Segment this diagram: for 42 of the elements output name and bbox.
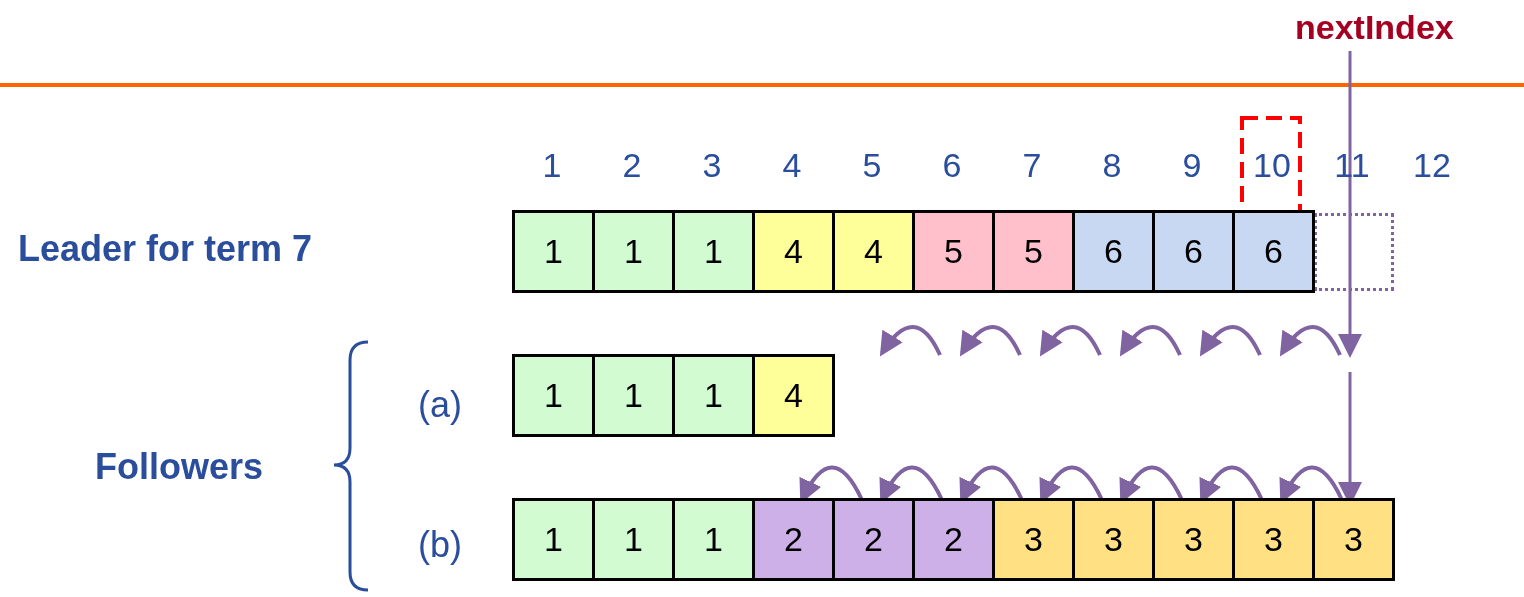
log-entry: 3 [992,498,1075,581]
index-number: 1 [541,146,563,185]
log-entry: 4 [752,210,835,293]
log-entry: 1 [512,354,595,437]
row-label: Leader for term 7 [18,228,313,270]
row-label: (a) [418,384,462,426]
log-entry: 1 [592,354,675,437]
log-entry: 4 [752,354,835,437]
log-entry: 1 [592,210,675,293]
log-entry: 5 [992,210,1075,293]
log-entry: 4 [832,210,915,293]
log-entry: 1 [672,498,755,581]
row-label: (b) [418,524,462,566]
log-entry: 1 [672,354,755,437]
index-number: 2 [621,146,643,185]
log-entry: 2 [912,498,995,581]
log-entry: 1 [672,210,755,293]
index-number: 3 [701,146,723,185]
log-entry: 6 [1152,210,1235,293]
index-number: 9 [1181,146,1203,185]
index-number: 7 [1021,146,1043,185]
log-entry: 6 [1072,210,1155,293]
index-number: 8 [1101,146,1123,185]
log-entry: 2 [832,498,915,581]
log-entry: 3 [1072,498,1155,581]
index-number: 4 [781,146,803,185]
pointer-label: nextIndex [1295,8,1454,47]
log-entry: 3 [1152,498,1235,581]
index-number: 12 [1412,146,1452,185]
log-entry: 1 [512,210,595,293]
log-entry: 1 [592,498,675,581]
log-entry: 2 [752,498,835,581]
log-entry: 5 [912,210,995,293]
index-number: 10 [1252,146,1292,185]
log-entry: 1 [512,498,595,581]
empty-log-slot [1314,213,1394,291]
index-number: 5 [861,146,883,185]
log-entry: 3 [1312,498,1395,581]
index-number: 6 [941,146,963,185]
log-entry: 6 [1232,210,1315,293]
group-label: Followers [95,446,264,488]
log-entry: 3 [1232,498,1315,581]
